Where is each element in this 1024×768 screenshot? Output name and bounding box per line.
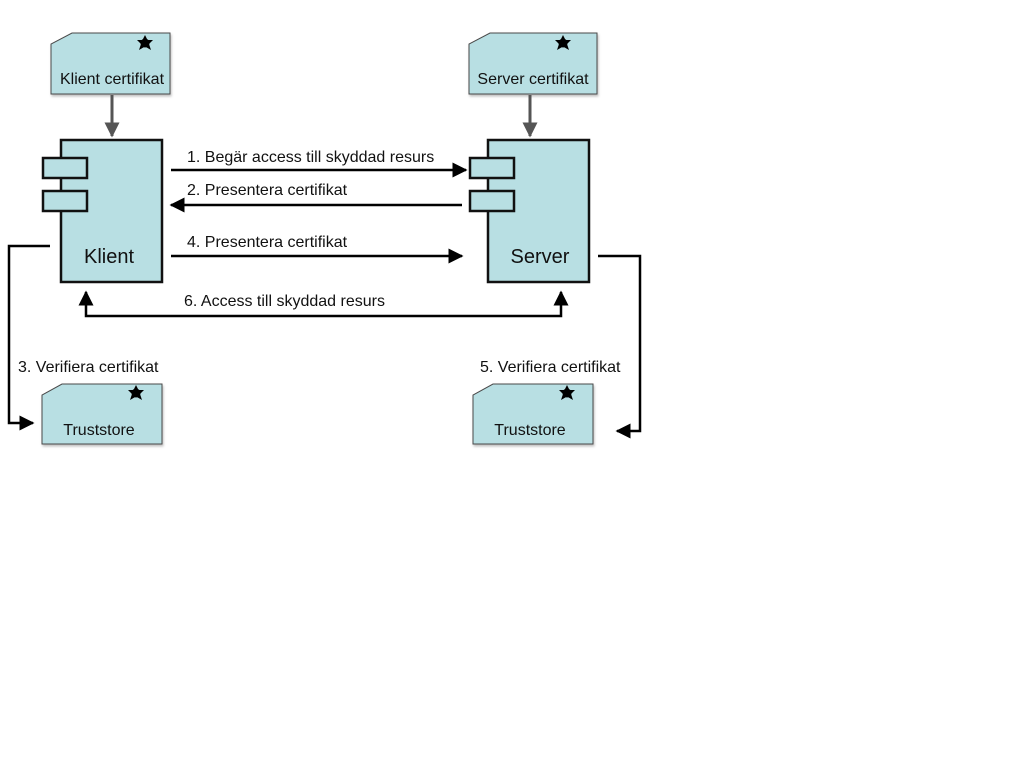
server-certificate-label: Server certifikat: [477, 71, 589, 88]
star-seal-icon: [128, 385, 144, 400]
truststore-right-label: Truststore: [494, 422, 566, 439]
truststore-right-node: [472, 383, 594, 445]
edge-1-label: 1. Begär access till skyddad resurs: [187, 149, 434, 166]
edge-6-arrow: [78, 290, 569, 318]
edge-6-label: 6. Access till skyddad resurs: [184, 293, 385, 310]
edge-3-label: 3. Verifiera certifikat: [18, 359, 159, 376]
star-seal-icon: [137, 35, 153, 50]
edge-2-label: 2. Presentera certifikat: [187, 182, 348, 199]
component-icon: [41, 156, 89, 213]
edge-4-label: 4. Presentera certifikat: [187, 234, 348, 251]
klient-label: Klient: [84, 246, 134, 268]
star-seal-icon: [555, 35, 571, 50]
server-label: Server: [511, 246, 570, 268]
edge-3-arrow: [7, 244, 50, 431]
truststore-left-label: Truststore: [63, 422, 135, 439]
klient-component: [41, 138, 164, 284]
edge-5-arrow: [598, 254, 642, 439]
star-seal-icon: [559, 385, 575, 400]
component-icon: [468, 156, 516, 213]
server-component: [468, 138, 591, 284]
klient-certificate-label: Klient certifikat: [60, 71, 165, 88]
truststore-left-node: [41, 383, 163, 445]
edge-5-label: 5. Verifiera certifikat: [480, 359, 621, 376]
server-certificate-node: [468, 32, 598, 95]
